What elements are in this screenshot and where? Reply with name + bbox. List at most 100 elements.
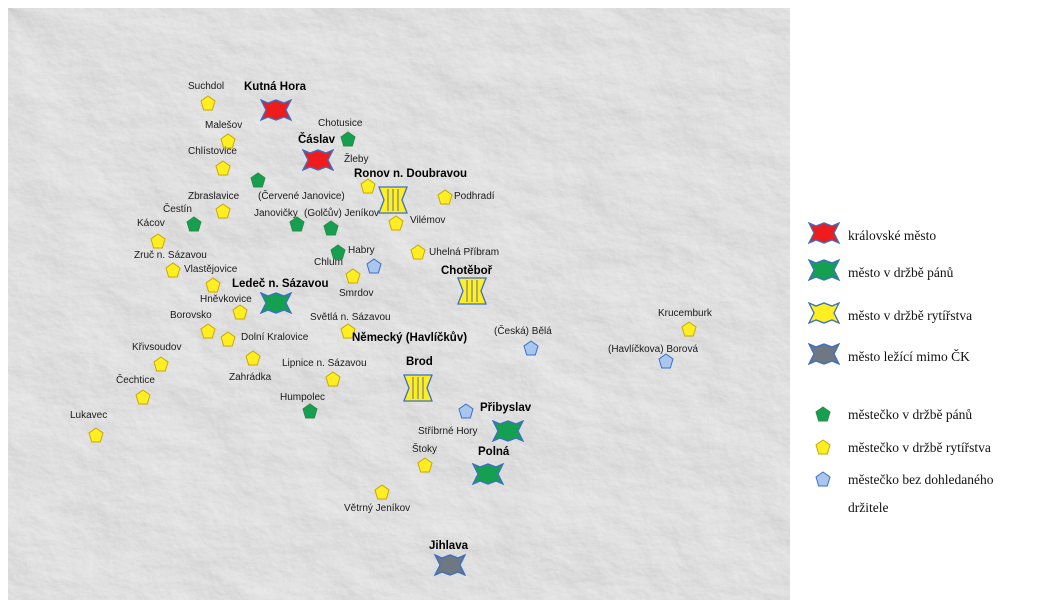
knights-town-icon: [815, 439, 831, 460]
place-label-chlum: Chlum: [314, 257, 343, 268]
place-label-krucemburk: Krucemburk: [658, 308, 712, 319]
place-label-ledec-n-sazavou: Ledeč n. Sázavou: [232, 278, 329, 290]
place-label-ceska-bela: (Česká) Bělá: [494, 326, 552, 337]
place-label-smrdov: Smrdov: [339, 288, 374, 299]
knights-town-marker-lukavec: [88, 427, 104, 448]
place-label-chotebor: Chotěboř: [441, 265, 493, 277]
legend-label: město v držbě pánů: [848, 265, 954, 280]
place-label-brod: Brod: [406, 356, 433, 368]
place-label-svetla-n-sazavou: Světlá n. Sázavou: [310, 312, 391, 323]
place-label-vilemov: Vilémov: [410, 215, 446, 226]
place-label-caslav: Čáslav: [298, 134, 336, 146]
knights-city-marker-brod: [403, 374, 433, 407]
lords-city-icon: [807, 258, 841, 286]
knights-town-marker-chlistovice: [215, 160, 231, 181]
lords-town-marker-cervene-janovice: [250, 172, 266, 193]
legend-label: městečko v držbě pánů: [848, 407, 973, 422]
legend-label: město ležící mimo ČK: [848, 349, 970, 364]
knights-town-marker-podhradi: [437, 189, 453, 210]
knights-town-marker-vlastejovice: [205, 277, 221, 298]
place-label-podhradi: Podhradí: [454, 191, 495, 202]
lords-town-marker-janovicky: [289, 216, 305, 237]
royal-city-icon: [807, 221, 841, 249]
knights-town-marker-vetrny-jenikov: [374, 484, 390, 505]
knights-town-marker-hnevkovice: [232, 304, 248, 325]
knights-city-marker-chotebor: [457, 277, 487, 310]
place-label-zruc-n-sazavou: Zruč n. Sázavou: [134, 250, 207, 261]
place-label-dolni-kralovice: Dolní Kralovice: [241, 332, 309, 343]
royal-city-marker-caslav: [301, 148, 335, 176]
legend-label: městečko bez dohledaného: [848, 472, 994, 487]
place-label-humpolec: Humpolec: [280, 392, 326, 403]
knights-town-marker-krucemburk: [681, 321, 697, 342]
place-label-golcuv-jenikov: (Golčův) Jeníkov: [304, 208, 380, 219]
place-label-zahradka: Zahrádka: [229, 372, 272, 383]
knights-town-marker-kacov: [150, 233, 166, 254]
knights-town-marker-zruc-n-sazavou: [165, 262, 181, 283]
place-label-chotusice: Chotusice: [318, 118, 363, 129]
place-label-zleby: Žleby: [344, 154, 369, 165]
legend-label: městečko v držbě rytířstva: [848, 440, 991, 455]
knights-town-marker-vilemov: [388, 215, 404, 236]
knights-town-marker-zleby: [360, 178, 376, 199]
lords-town-icon: [815, 406, 831, 427]
place-label-jihlava: Jihlava: [429, 540, 468, 552]
place-label-janovicky: Janovičky: [254, 208, 298, 219]
legend-label: město v držbě rytířstva: [848, 308, 973, 323]
unknown-town-marker-habry: [366, 258, 382, 279]
place-label-havlickova-borova: (Havlíčkova) Borová: [608, 344, 699, 355]
place-label-malesov: Malešov: [205, 120, 243, 131]
place-label-borovsko: Borovsko: [170, 310, 212, 321]
outside-city-marker-jihlava: [433, 553, 467, 581]
knights-town-marker-lipnice-n-sazavou: [325, 371, 341, 392]
place-label-krivsoudov: Křivsoudov: [132, 342, 182, 353]
legend-label: držitele: [848, 500, 889, 515]
place-label-polna: Polná: [478, 446, 510, 458]
legend: královské město město v držbě pánů město…: [800, 0, 1060, 600]
knights-town-marker-zbraslavice: [215, 203, 231, 224]
knights-town-marker-svetla-n-sazavou: [340, 323, 356, 344]
place-label-vlastejovice: Vlastějovice: [184, 264, 238, 275]
shaded-relief-background: [8, 8, 790, 600]
place-label-uhelna-pribram: Uhelná Příbram: [429, 247, 500, 258]
unknown-town-icon: [815, 471, 831, 492]
knights-city-marker-ronov-n-doubravou: [378, 186, 408, 219]
place-label-suchdol: Suchdol: [188, 81, 225, 92]
place-label-stoky: Štoky: [412, 444, 438, 455]
lords-town-marker-chlum: [330, 244, 346, 265]
royal-city-marker-kutna-hora: [259, 98, 293, 126]
knights-town-marker-krivsoudov: [153, 356, 169, 377]
unknown-town-marker-havlickova-borova: [658, 353, 674, 374]
knights-town-marker-zahradka: [245, 350, 261, 371]
place-label-lipnice-n-sazavou: Lipnice n. Sázavou: [282, 358, 367, 369]
place-label-hnevkovice: Hněvkovice: [200, 294, 252, 305]
outside-city-icon: [807, 342, 841, 370]
knights-town-marker-stoky: [417, 457, 433, 478]
place-label-kacov: Kácov: [137, 218, 165, 229]
place-label-ronov-n-doubravou: Ronov n. Doubravou: [354, 168, 468, 180]
knights-town-marker-borovsko: [200, 323, 216, 344]
place-label-pribyslav: Přibyslav: [480, 402, 532, 414]
place-label-cechtice: Čechtice: [116, 375, 155, 386]
knights-town-marker-malesov: [220, 133, 236, 154]
lords-city-marker-pribyslav: [491, 419, 525, 447]
knights-town-marker-smrdov: [345, 268, 361, 289]
knights-town-marker-cechtice: [135, 389, 151, 410]
place-label-nemecky-havlickuv: Německý (Havlíčkův): [352, 332, 468, 344]
knights-city-icon: [807, 301, 841, 329]
place-label-cestin: Čestín: [163, 204, 192, 215]
lords-town-marker-humpolec: [302, 403, 318, 424]
knights-town-marker-suchdol: [200, 95, 216, 116]
place-label-vetrny-jenikov: Větrný Jeníkov: [344, 503, 411, 514]
lords-city-marker-ledec-n-sazavou: [259, 291, 293, 319]
lords-town-marker-cestin: [186, 216, 202, 237]
lords-town-marker-golcuv-jenikov: [323, 220, 339, 241]
lords-town-marker-chotusice: [340, 131, 356, 152]
place-label-cervene-janovice: (Červené Janovice): [258, 191, 345, 202]
unknown-town-marker-ceska-bela: [523, 340, 539, 361]
place-label-zbraslavice: Zbraslavice: [188, 191, 240, 202]
legend-label: královské město: [848, 228, 937, 243]
knights-town-marker-dolni-kralovice: [220, 331, 236, 352]
place-label-lukavec: Lukavec: [70, 410, 108, 421]
